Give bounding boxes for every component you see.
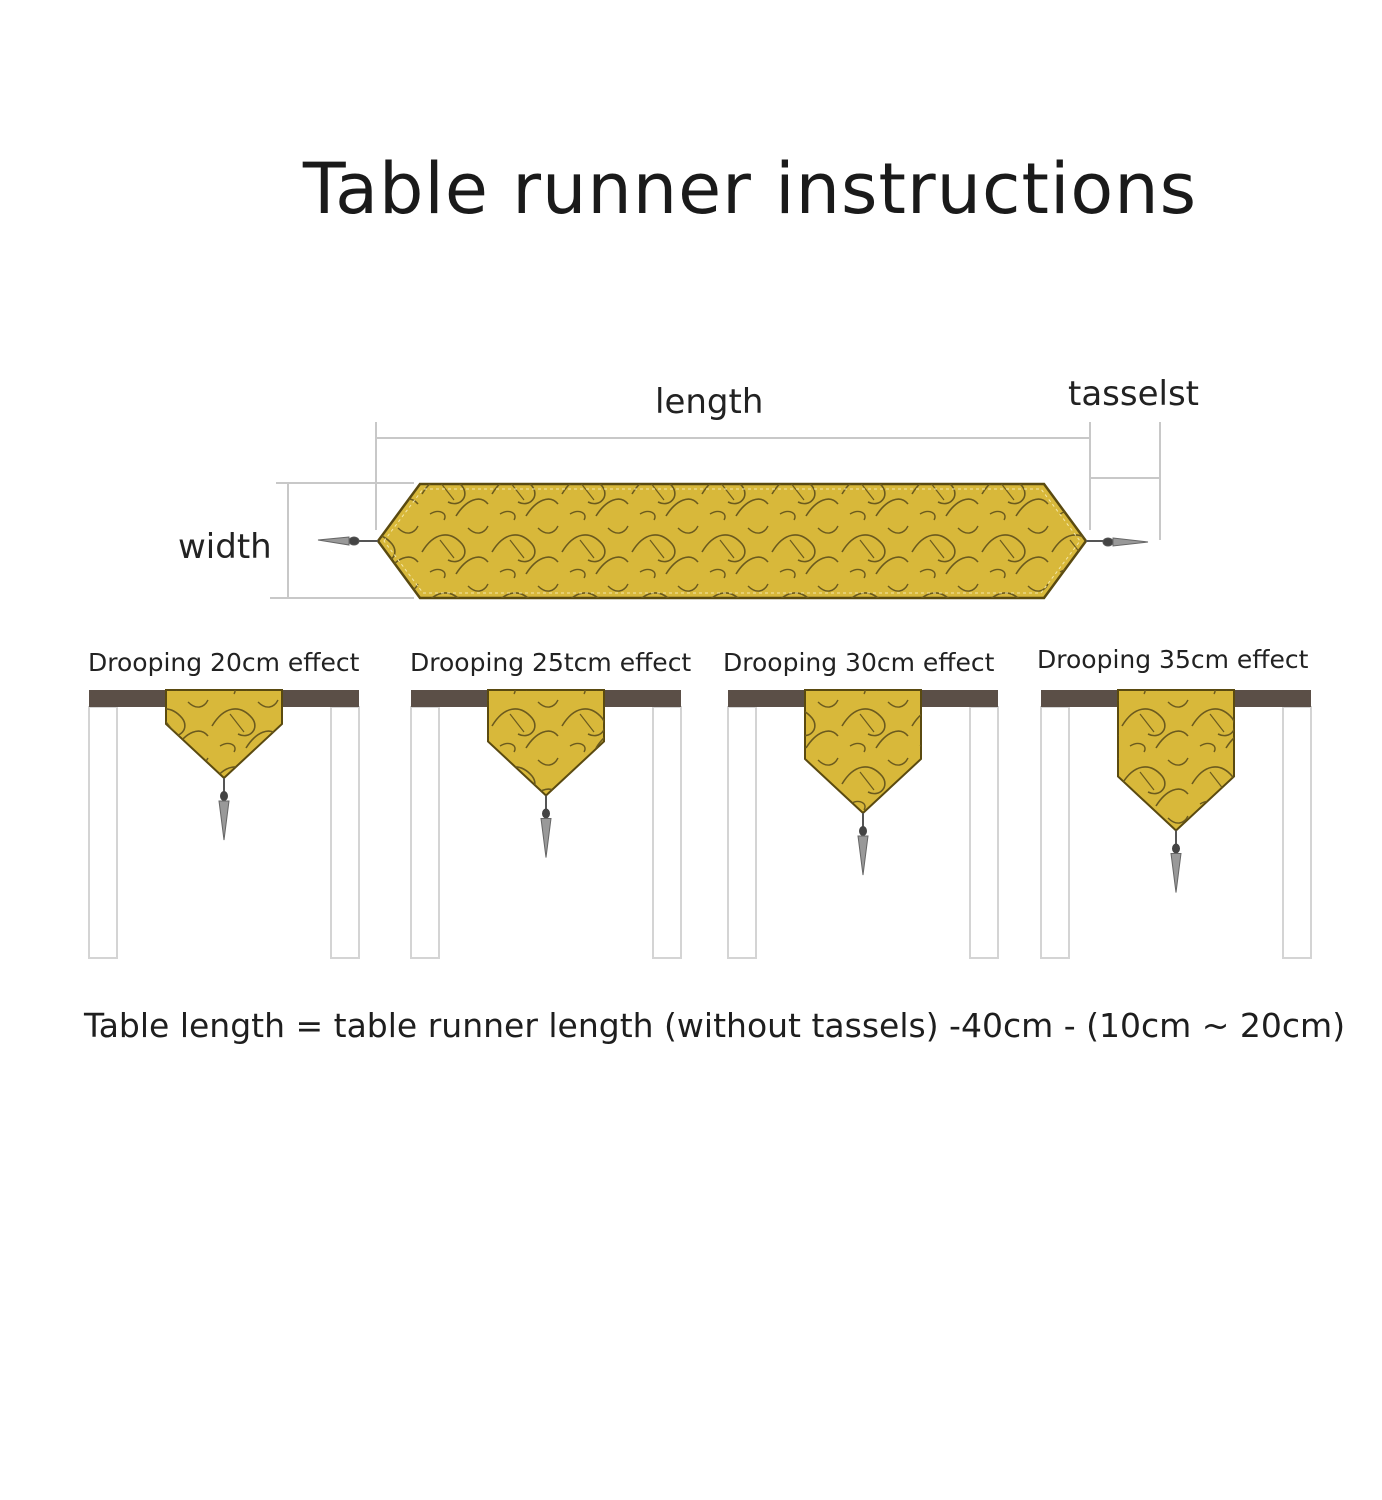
runner-pattern — [166, 690, 282, 778]
tassel-icon — [1170, 853, 1182, 893]
runner-pattern — [1118, 690, 1234, 831]
table-leg — [410, 706, 440, 959]
table-runner — [376, 482, 1088, 600]
table-leg — [1040, 706, 1070, 959]
tassel-bead-icon — [1172, 843, 1180, 854]
table-leg — [88, 706, 118, 959]
formula-text: Table length = table runner length (with… — [84, 1006, 1346, 1045]
tassel-left-icon — [317, 536, 378, 546]
tassel-right-icon — [1086, 537, 1149, 547]
tassel-icon — [218, 800, 230, 841]
drooping-table-20 — [88, 689, 360, 959]
tassel-dimension — [1090, 422, 1161, 540]
table-leg — [727, 706, 757, 959]
drooping-35-label: Drooping 35cm effect — [1037, 645, 1309, 674]
tassel-bead-icon — [859, 826, 867, 836]
table-leg — [1282, 706, 1312, 959]
tassel-icon — [857, 835, 869, 876]
drooping-30-label: Drooping 30cm effect — [723, 648, 995, 677]
drooping-table-25 — [410, 689, 682, 959]
drooping-25-label: Drooping 25tcm effect — [410, 648, 692, 677]
drooping-table-30 — [727, 689, 999, 959]
length-label: length — [655, 382, 764, 422]
runner-pattern — [805, 690, 921, 813]
table-leg — [330, 706, 360, 959]
runner-pattern — [488, 690, 604, 796]
table-leg — [652, 706, 682, 959]
width-label: width — [178, 527, 272, 567]
tassel-bead-icon — [542, 808, 550, 819]
length-dimension — [375, 422, 1091, 530]
drooping-table-35 — [1040, 689, 1312, 959]
tassel-label: tasselst — [1068, 374, 1200, 414]
drooping-20-label: Drooping 20cm effect — [88, 648, 360, 677]
width-dimension — [270, 482, 414, 599]
page-title: Table runner instructions — [302, 148, 1198, 230]
tassel-icon — [540, 818, 552, 858]
table-leg — [969, 706, 999, 959]
drooping-examples — [88, 689, 1312, 959]
tassel-bead-icon — [220, 791, 228, 801]
